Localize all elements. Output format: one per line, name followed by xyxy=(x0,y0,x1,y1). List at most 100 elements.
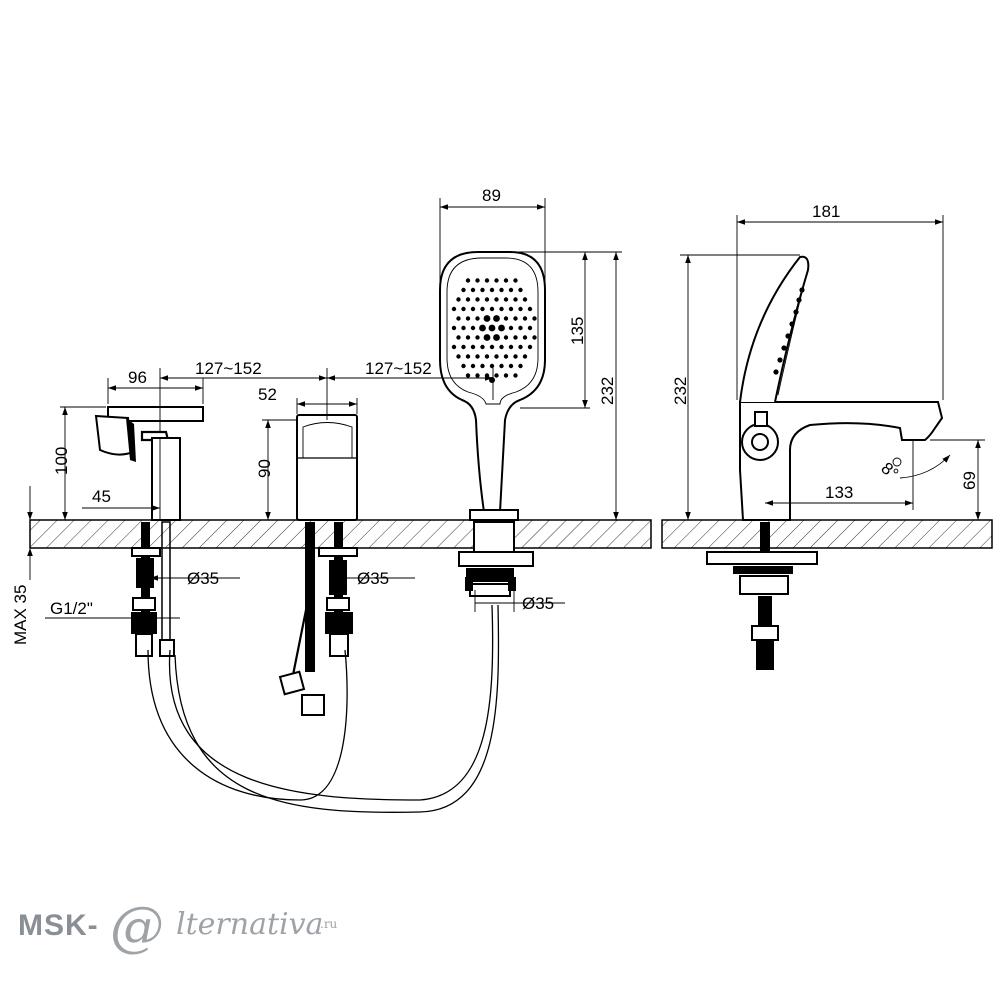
nozzle-dot xyxy=(503,373,509,378)
nozzle-dot xyxy=(503,335,509,340)
nozzle-dot xyxy=(461,363,466,369)
nozzle-dot xyxy=(470,344,476,350)
nozzle-dot xyxy=(503,278,509,283)
side-nozzle-dot xyxy=(773,369,779,375)
nozzle-dot xyxy=(508,287,514,293)
nozzle-dot xyxy=(461,325,466,331)
nozzle-dot xyxy=(456,297,461,302)
nozzle-dot xyxy=(470,363,476,369)
nozzle-dot xyxy=(532,335,537,340)
dimension-lines xyxy=(27,198,985,619)
nozzle-dot xyxy=(470,287,476,293)
dim-dia-35-left: Ø35 xyxy=(187,569,219,588)
dim-69: 69 xyxy=(960,471,979,490)
nozzle-dot xyxy=(513,354,518,359)
dim-90: 90 xyxy=(255,459,274,478)
nozzle-dot xyxy=(456,335,461,340)
dim-dia-35-middle: Ø35 xyxy=(357,569,389,588)
nozzle-dot xyxy=(456,354,461,359)
dim-100: 100 xyxy=(52,447,71,475)
dim-52: 52 xyxy=(258,385,277,404)
nozzle-dot xyxy=(499,363,504,369)
hoses xyxy=(147,604,500,813)
nozzle-dot xyxy=(494,354,499,359)
nozzle-dot xyxy=(456,316,461,321)
nozzle-dot xyxy=(493,334,500,341)
nozzle-dot xyxy=(465,316,471,321)
side-nozzle-dot xyxy=(785,333,791,339)
nozzle-dot xyxy=(484,278,490,283)
watermark-text: lternativa xyxy=(176,907,324,942)
nozzle-dot xyxy=(518,287,523,293)
nozzle-dot xyxy=(518,363,523,369)
dim-89: 89 xyxy=(482,186,501,205)
dim-133: 133 xyxy=(825,483,853,502)
spout-front-view xyxy=(94,406,204,657)
nozzle-dot xyxy=(522,297,528,302)
nozzle-dot xyxy=(465,354,471,359)
nozzle-dot xyxy=(522,354,528,359)
nozzle-dot xyxy=(527,306,533,312)
side-nozzle-dot xyxy=(793,309,799,315)
dim-angle: 8° xyxy=(877,459,902,484)
nozzle-dot xyxy=(465,297,471,302)
nozzle-dot xyxy=(461,287,466,293)
nozzle-dot xyxy=(498,324,505,332)
angle-indicator xyxy=(892,454,951,479)
nozzle-dot xyxy=(465,373,471,378)
watermark-msk: MSK- xyxy=(18,909,99,942)
nozzle-dot xyxy=(503,316,509,321)
nozzle-dot xyxy=(480,287,485,293)
nozzle-dot xyxy=(475,373,480,378)
nozzle-dot xyxy=(465,278,471,283)
nozzle-dot xyxy=(475,335,480,340)
side-nozzle-dot xyxy=(799,287,805,293)
nozzle-dot xyxy=(484,373,490,378)
nozzle-dot xyxy=(518,344,523,350)
nozzle-dot xyxy=(527,344,533,350)
nozzle-dot xyxy=(483,334,491,341)
dim-45: 45 xyxy=(92,487,111,506)
nozzle-dot xyxy=(480,344,485,350)
dim-127-152-left: 127~152 xyxy=(195,359,262,378)
nozzle-dot xyxy=(513,316,518,321)
side-nozzle-dot xyxy=(781,345,787,351)
nozzle-dot xyxy=(494,373,499,378)
watermark-at-icon: @ xyxy=(110,895,164,958)
nozzle-dot xyxy=(475,354,480,359)
dim-232-side: 232 xyxy=(671,377,690,405)
dimension-labels: 96 127~152 127~152 52 100 90 45 Ø35 Ø35 … xyxy=(11,186,979,645)
nozzle-dot xyxy=(470,306,476,312)
nozzle-dot xyxy=(480,363,485,369)
nozzle-dot xyxy=(508,325,514,331)
side-nozzle-dot xyxy=(789,321,795,327)
dim-96: 96 xyxy=(128,368,147,387)
nozzle-dot xyxy=(489,344,495,350)
dim-181: 181 xyxy=(812,202,840,221)
nozzle-dot xyxy=(465,335,471,340)
countertop-side xyxy=(661,519,993,549)
nozzle-dot xyxy=(475,297,480,302)
nozzle-dot xyxy=(475,278,480,283)
dim-max-35: MAX 35 xyxy=(11,585,30,645)
nozzle-dot xyxy=(499,287,504,293)
nozzle-dot xyxy=(499,344,504,350)
dim-thread: G1/2" xyxy=(50,599,93,618)
nozzle-dot xyxy=(479,324,486,332)
nozzle-dot xyxy=(494,297,499,302)
nozzle-dot xyxy=(489,306,495,312)
nozzle-dot xyxy=(522,335,528,340)
dim-dia-35-right: Ø35 xyxy=(522,594,554,613)
nozzle-dot xyxy=(532,316,537,321)
dim-127-152-right: 127~152 xyxy=(365,359,432,378)
side-view xyxy=(706,255,951,670)
nozzle-dot xyxy=(483,315,491,322)
nozzle-dot xyxy=(488,324,496,332)
nozzle-dot xyxy=(503,354,509,359)
nozzle-dot xyxy=(489,363,495,369)
nozzle-dot xyxy=(451,325,457,331)
side-nozzle-dot xyxy=(777,357,783,363)
nozzle-dot xyxy=(513,373,518,378)
side-nozzle-dot xyxy=(796,297,802,303)
